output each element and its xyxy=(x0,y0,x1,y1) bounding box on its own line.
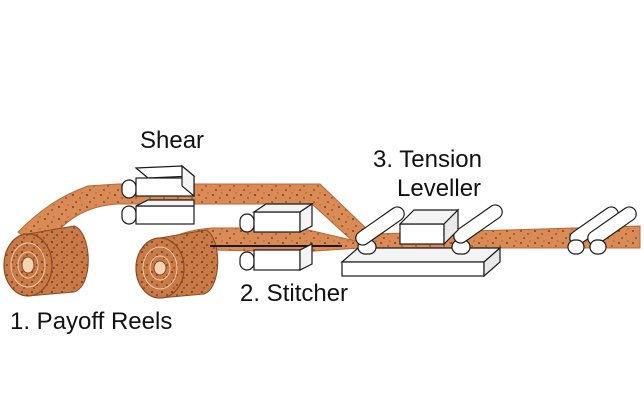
stitcher-machine xyxy=(210,202,342,271)
payoff-reel-1 xyxy=(3,225,89,297)
tension-leveller-machine xyxy=(340,204,503,278)
label-stitcher: 2. Stitcher xyxy=(240,280,349,307)
label-tension-leveller-line1: 3. Tension xyxy=(373,146,482,173)
shear-machine xyxy=(121,164,196,225)
exit-rollers xyxy=(567,206,637,255)
label-shear: Shear xyxy=(140,127,205,154)
payoff-reel-2 xyxy=(135,229,219,299)
label-tension-leveller-line2: Leveller xyxy=(397,175,482,202)
label-payoff-reels: 1. Payoff Reels xyxy=(10,308,173,335)
